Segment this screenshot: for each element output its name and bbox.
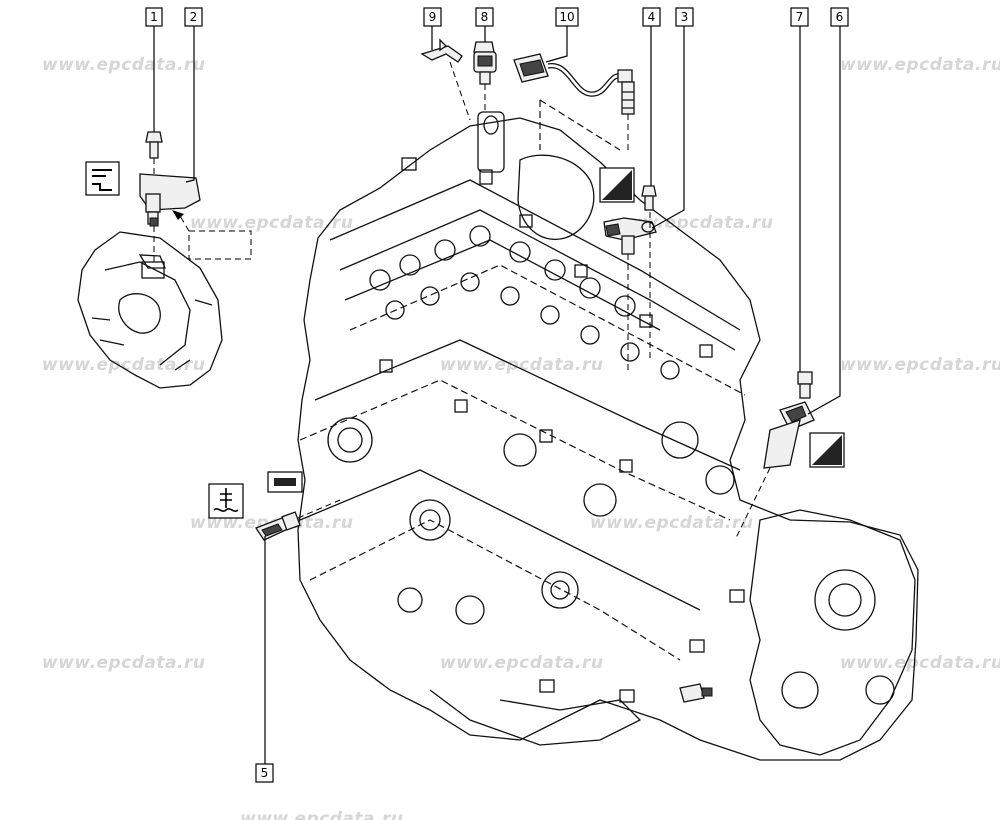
cylinder-ports [327,417,735,625]
watermark-text: www.epcdata.ru [840,55,1000,75]
sealant-icon [599,167,635,203]
coolant-level-icon [208,483,244,519]
watermark-text: www.epcdata.ru [440,355,603,375]
seal-washer-icon [267,471,303,493]
part-10-sensor-cable [513,53,635,150]
torque-gauge-icon [85,161,120,196]
callout-7[interactable]: 7 [790,7,809,27]
callout-8[interactable]: 8 [475,7,494,27]
watermark-text: www.epcdata.ru [240,809,403,820]
callout-6[interactable]: 6 [830,7,849,27]
watermark-text: www.epcdata.ru [840,355,1000,375]
engine-block [297,99,919,761]
callout-2[interactable]: 2 [184,7,203,27]
part-9-clip [420,38,471,121]
watermark-layer: www.epcdata.ru www.epcdata.ru www.epcdat… [42,55,1000,820]
part-6-7-sensor [734,371,815,541]
callout-10[interactable]: 10 [555,7,579,27]
bolt-bosses [379,157,745,703]
callout-1[interactable]: 1 [145,7,163,27]
callout-3[interactable]: 3 [675,7,694,27]
callout-5[interactable]: 5 [255,763,274,783]
callout-4[interactable]: 4 [642,7,661,27]
leader-lines [153,26,841,764]
callout-9[interactable]: 9 [423,7,442,27]
watermark-text: www.epcdata.ru [42,55,205,75]
part-8-pressure-sensor [473,41,505,173]
watermark-text: www.epcdata.ru [840,653,1000,673]
watermark-text: www.epcdata.ru [42,653,205,673]
grease-application-icon [809,432,845,468]
watermark-text: www.epcdata.ru [440,653,603,673]
watermark-text: www.epcdata.ru [190,213,353,233]
camshaft-lobes [369,225,680,380]
part-5-temp-sensor [255,499,341,541]
left-mount-assembly [77,131,252,389]
watermark-text: www.epcdata.ru [590,513,753,533]
watermark-text: www.epcdata.ru [42,355,205,375]
